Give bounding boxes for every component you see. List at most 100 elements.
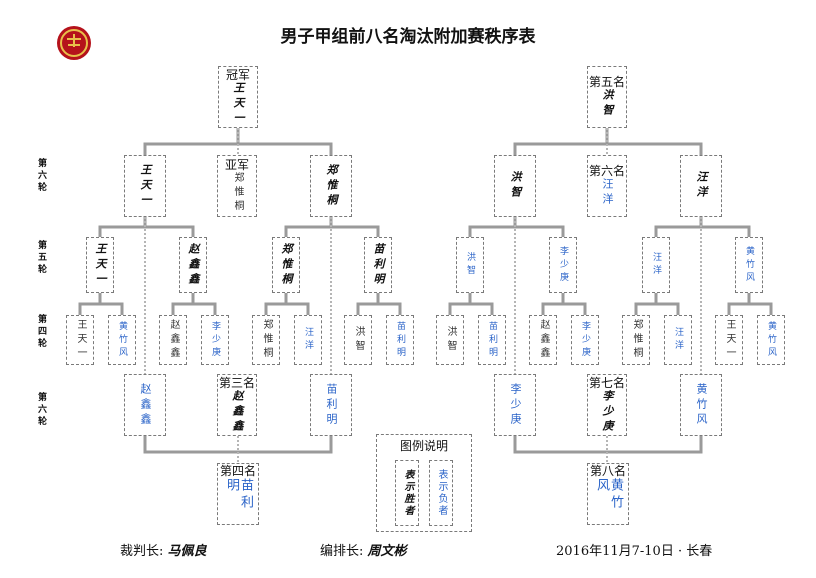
player-name: 苗利明 [372, 242, 385, 288]
box-p8: 苗利明 [386, 315, 414, 365]
bracket-line [468, 225, 565, 237]
box-p13: 郑惟桐 [622, 315, 650, 365]
date-place: 2016年11月7-10日 · 长春 [556, 544, 713, 559]
box-p10: 苗利明 [478, 315, 506, 365]
box-b6b: 苗利明 [310, 374, 352, 436]
box-seventh: 第七名李少庚 [587, 374, 627, 436]
box-l5c: 郑惟桐 [272, 237, 300, 293]
player-name: 汪洋 [601, 178, 614, 208]
legend-winner: 表示胜者 [395, 460, 419, 526]
player-name: 郑惟桐 [280, 242, 293, 288]
legend-loser: 表示负者 [429, 460, 453, 526]
box-l6w: 王天一 [124, 155, 166, 217]
box-eighth: 第八名黄竹风 [587, 463, 629, 525]
box-fourth: 第四名苗利明 [217, 463, 259, 525]
box-label: 第四名 [219, 464, 256, 478]
box-r6b: 汪洋 [680, 155, 722, 217]
box-b6a: 赵鑫鑫 [124, 374, 166, 436]
player-name: 王天一 [232, 81, 245, 127]
box-p1: 王天一 [66, 315, 94, 365]
box-b6d: 黄竹风 [680, 374, 722, 436]
box-p7: 洪智 [344, 315, 372, 365]
referee-line: 裁判长: 马佩良 [120, 544, 207, 559]
player-name: 王天一 [94, 242, 107, 288]
player-name: 王天一 [75, 319, 86, 361]
player-name: 李少庚 [558, 245, 568, 285]
player-name: 苗利明 [395, 320, 405, 360]
box-p4: 李少庚 [201, 315, 229, 365]
player-name: 李少庚 [509, 382, 522, 428]
player-name: 赵鑫鑫 [168, 319, 179, 361]
round-label: 第六轮 [36, 392, 46, 428]
box-fifth: 第五名洪智 [587, 66, 627, 128]
bracket-line [727, 302, 773, 315]
box-p6: 汪洋 [294, 315, 322, 365]
player-name: 黄竹风 [744, 245, 754, 285]
round-label: 第四轮 [36, 314, 46, 350]
player-name: 洪智 [601, 89, 614, 119]
box-label: 第六名 [588, 164, 625, 178]
box-l6r: 郑惟桐 [310, 155, 352, 217]
player-name: 洪智 [465, 252, 475, 278]
box-p15: 王天一 [715, 315, 743, 365]
player-name: 黄竹风 [695, 382, 708, 428]
player-name: 苗利明 [487, 320, 497, 360]
cxa-logo [57, 26, 91, 60]
player-name: 李少庚 [601, 389, 614, 435]
player-name: 黄竹风 [594, 478, 623, 512]
box-p2: 黄竹风 [108, 315, 136, 365]
box-r6a: 洪智 [494, 155, 536, 217]
player-name: 黄竹风 [766, 320, 776, 360]
player-name: 王天一 [139, 163, 152, 209]
player-name: 洪智 [445, 326, 456, 354]
bracket-line [284, 225, 380, 237]
box-r5a: 洪智 [456, 237, 484, 293]
player-name: 汪洋 [673, 327, 683, 353]
round-label: 第五轮 [36, 240, 46, 276]
player-name: 李少庚 [210, 320, 220, 360]
player-name: 郑惟桐 [261, 319, 272, 361]
box-p5: 郑惟桐 [252, 315, 280, 365]
player-name: 郑惟桐 [232, 172, 243, 214]
box-r5d: 黄竹风 [735, 237, 763, 293]
player-name: 洪智 [509, 171, 522, 201]
box-p9: 洪智 [436, 315, 464, 365]
box-champion: 冠军王天一 [218, 66, 258, 128]
box-r5b: 李少庚 [549, 237, 577, 293]
box-l5a: 王天一 [86, 237, 114, 293]
player-name: 郑惟桐 [631, 319, 642, 361]
box-l5b: 赵鑫鑫 [179, 237, 207, 293]
bracket-line [78, 302, 124, 315]
bracket-line [654, 225, 751, 237]
box-p12: 李少庚 [571, 315, 599, 365]
box-l5d: 苗利明 [364, 237, 392, 293]
player-name: 郑惟桐 [325, 163, 338, 209]
player-name: 赵鑫鑫 [187, 242, 200, 288]
player-name: 苗利明 [224, 478, 253, 512]
box-third: 第三名赵鑫鑫 [217, 374, 257, 436]
player-name: 洪智 [353, 326, 364, 354]
player-name: 王天一 [724, 319, 735, 361]
bracket-line [356, 302, 402, 315]
box-label: 第三名 [218, 375, 255, 390]
bracket-line [171, 302, 217, 315]
player-name: 汪洋 [303, 327, 313, 353]
page-title: 男子甲组前八名淘汰附加赛秩序表 [280, 27, 536, 47]
box-p16: 黄竹风 [757, 315, 785, 365]
player-name: 李少庚 [580, 320, 590, 360]
legend-box: 图例说明 表示胜者 表示负者 [376, 434, 472, 532]
player-name: 赵鑫鑫 [231, 389, 244, 435]
box-sixth: 第六名汪洋 [587, 155, 627, 217]
arranger-line: 编排长: 周文彬 [320, 544, 407, 559]
player-name: 苗利明 [325, 382, 338, 428]
box-runner: 亚军郑惟桐 [217, 155, 257, 217]
bracket-line [634, 302, 680, 315]
bracket-line [264, 302, 310, 315]
player-name: 赵鑫鑫 [538, 319, 549, 361]
box-label: 第七名 [588, 375, 625, 390]
player-name: 黄竹风 [117, 320, 127, 360]
player-name: 汪洋 [695, 171, 708, 201]
box-p11: 赵鑫鑫 [529, 315, 557, 365]
